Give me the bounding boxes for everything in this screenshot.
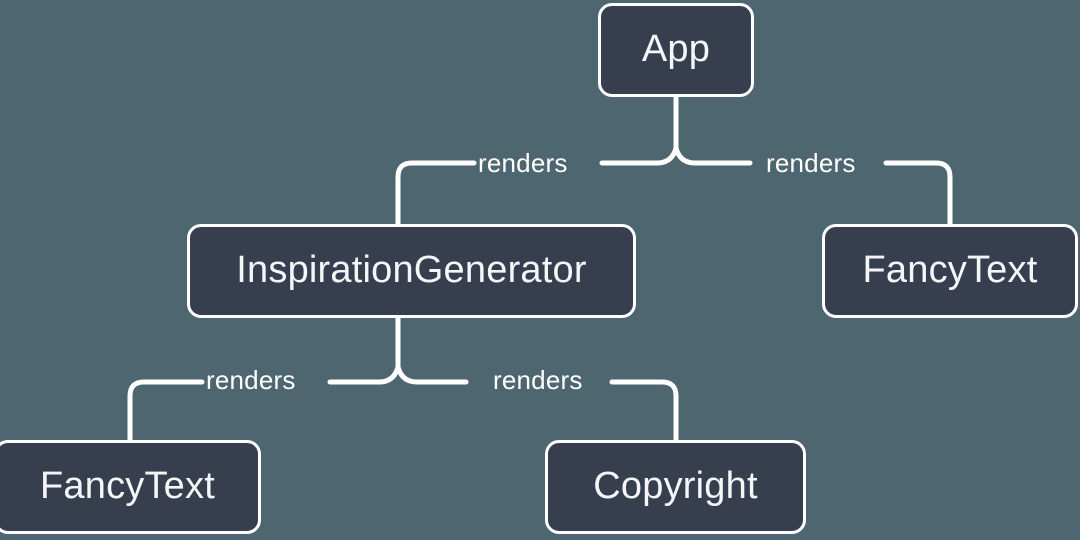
edge-inspiration-to-fancytext bbox=[127, 379, 205, 443]
edge-inspiration-arch-right bbox=[395, 364, 469, 385]
edge-app-arch-left bbox=[599, 145, 679, 166]
node-copyright[interactable]: Copyright bbox=[545, 440, 806, 534]
edge-inspiration-to-copyright bbox=[609, 379, 679, 443]
edge-inspiration-arch-left bbox=[327, 364, 401, 385]
node-app[interactable]: App bbox=[598, 3, 754, 97]
node-copyright-label: Copyright bbox=[593, 464, 758, 507]
edge-app-arch-right bbox=[673, 145, 753, 166]
edge-app-to-fancytext bbox=[883, 160, 953, 227]
edge-label-app-to-fancytext: renders bbox=[766, 148, 856, 178]
node-fancytext-bottom[interactable]: FancyText bbox=[0, 440, 261, 534]
node-fancytext-right-label: FancyText bbox=[862, 248, 1038, 291]
node-inspiration-generator-label: InspirationGenerator bbox=[236, 248, 587, 291]
edge-app-to-inspiration bbox=[395, 160, 477, 227]
node-inspiration-generator[interactable]: InspirationGenerator bbox=[187, 224, 636, 318]
edge-label-inspiration-to-copyright: renders bbox=[493, 365, 583, 395]
edge-label-inspiration-to-fancytext: renders bbox=[206, 365, 296, 395]
node-app-label: App bbox=[641, 27, 711, 70]
edge-label-app-to-inspiration: renders bbox=[478, 148, 568, 178]
node-fancytext-right[interactable]: FancyText bbox=[822, 224, 1078, 318]
node-fancytext-bottom-label: FancyText bbox=[40, 464, 215, 507]
